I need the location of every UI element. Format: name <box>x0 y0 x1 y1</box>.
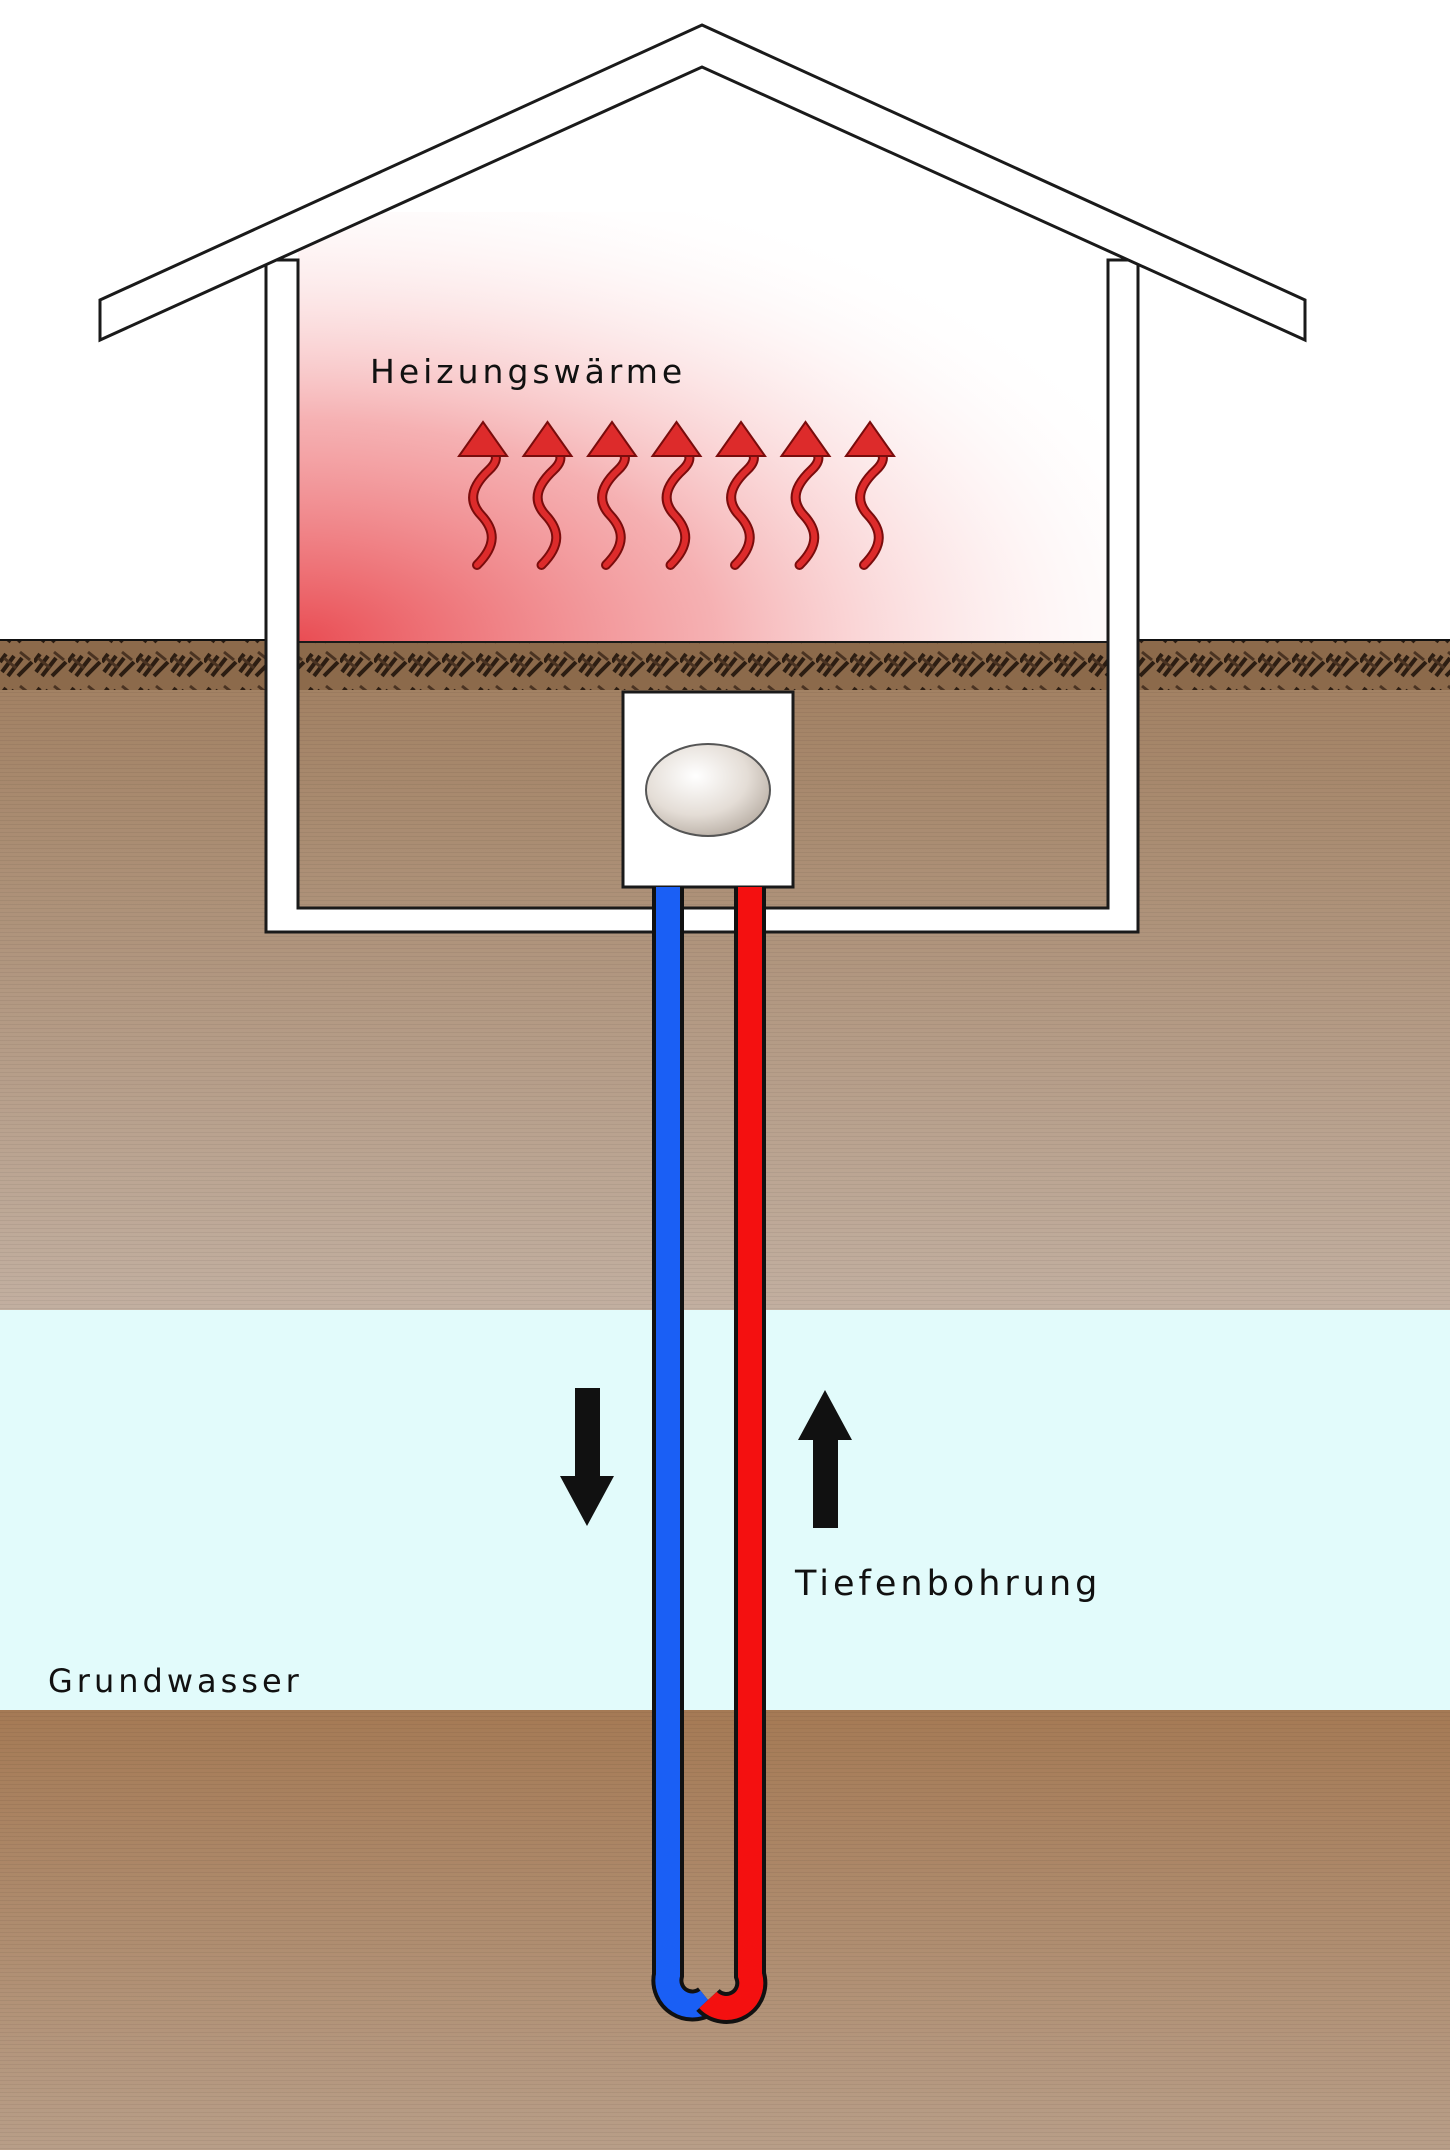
heat-wave-arrow-icon <box>457 420 509 570</box>
heat-wave-arrow-icon <box>650 420 703 570</box>
arrow-up-icon <box>798 1390 852 1528</box>
heat-arrows-group <box>457 420 896 570</box>
heat-wave-arrow-icon <box>521 420 574 570</box>
groundwater-layer <box>0 1310 1450 1710</box>
deep-borehole-label: Tiefenbohrung <box>794 1564 1101 1604</box>
heat-wave-arrow-icon <box>844 420 896 570</box>
heating-heat-label: Heizungswärme <box>370 352 686 391</box>
heat-pump-dome <box>645 743 771 837</box>
house-roof <box>98 23 1307 343</box>
soil-surface-band <box>0 640 1450 690</box>
heat-wave-arrow-icon <box>586 420 638 570</box>
arrow-down-icon <box>560 1388 614 1526</box>
borehole-pipes <box>651 887 768 2024</box>
house-walls <box>264 258 1140 934</box>
heat-wave-arrow-icon <box>779 420 832 570</box>
ground-layers <box>0 639 1450 2150</box>
heat-wave-arrow-icon <box>715 420 767 570</box>
groundwater-label: Grundwasser <box>48 1662 303 1700</box>
heat-pump-unit <box>621 690 795 889</box>
house <box>98 23 1307 934</box>
